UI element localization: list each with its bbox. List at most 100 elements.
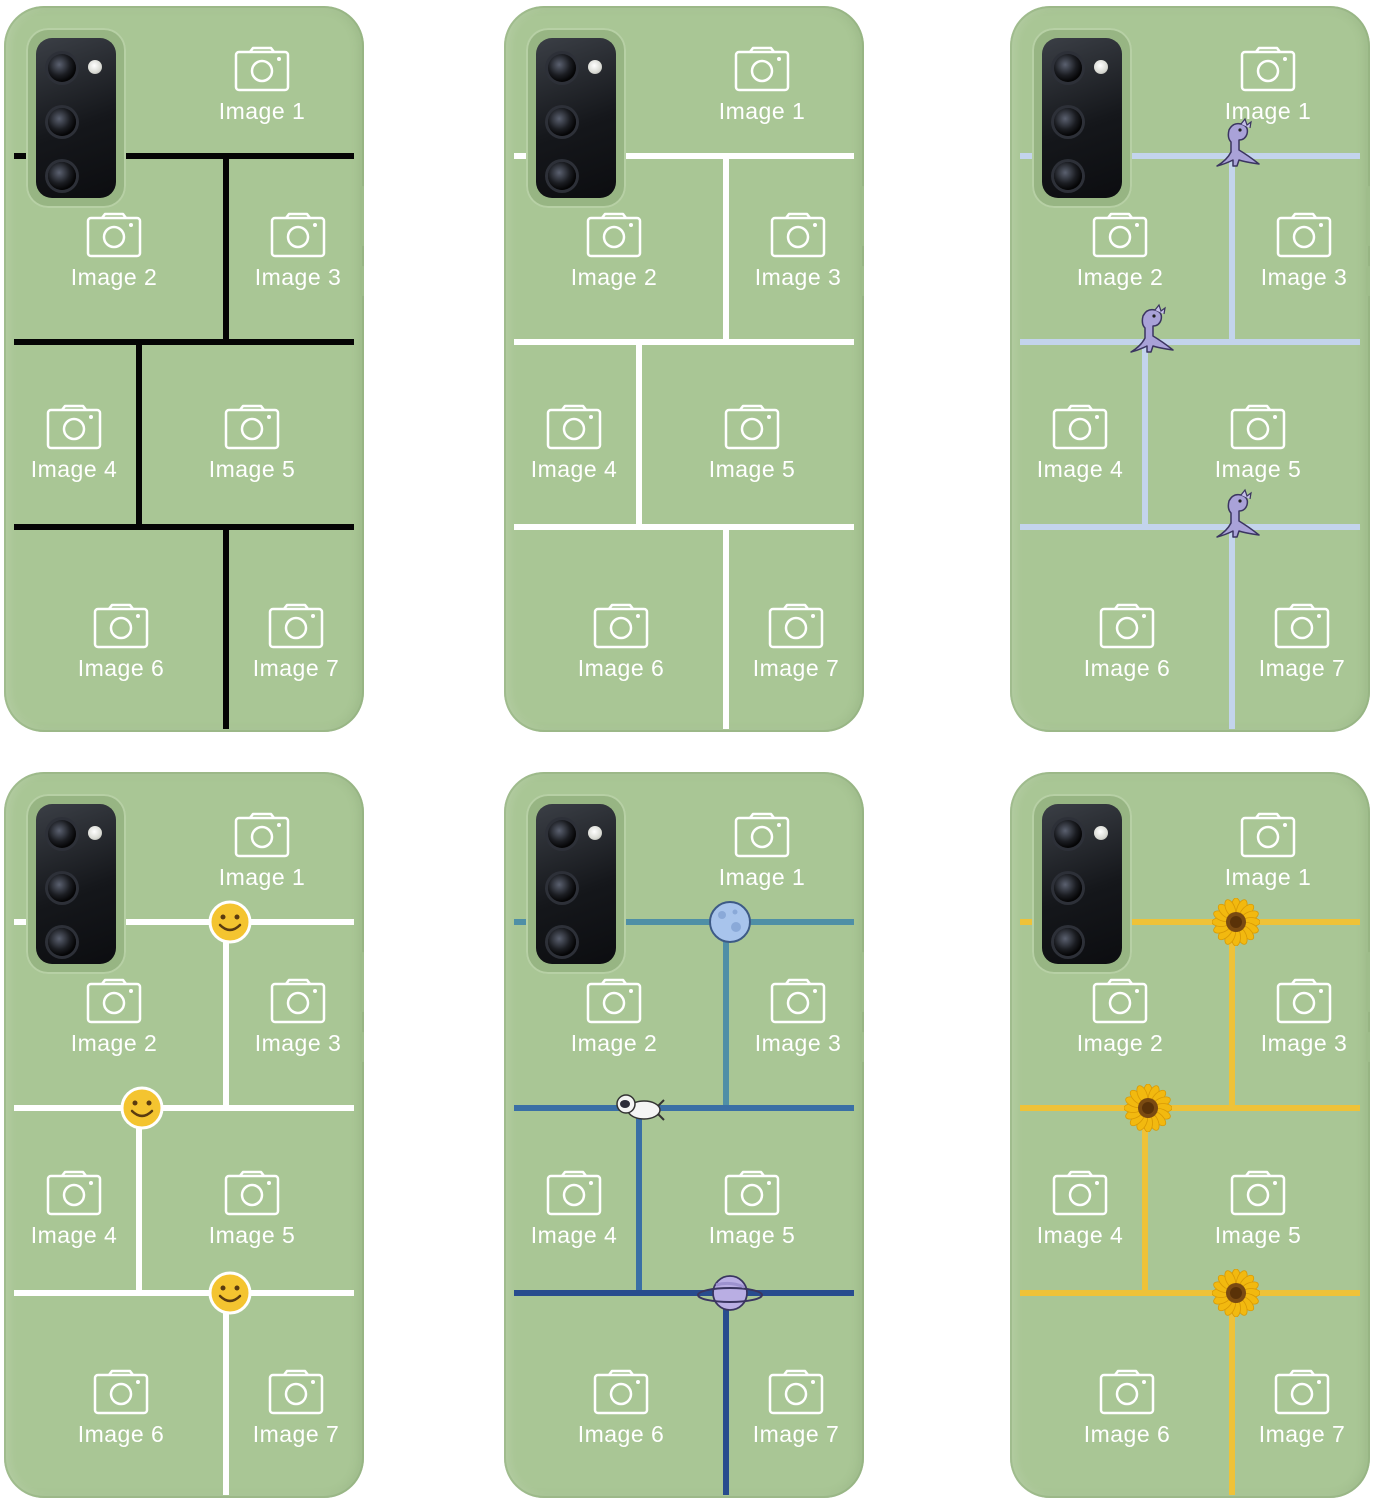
divider-line-horizontal [514, 1290, 854, 1296]
camera-icon [1240, 812, 1296, 858]
image-slot-1[interactable]: Image 1 [202, 812, 322, 891]
image-slot-3[interactable]: Image 3 [1244, 978, 1364, 1057]
image-slot-label: Image 6 [77, 1421, 165, 1447]
flash-icon [88, 60, 102, 74]
image-slot-7[interactable]: Image 7 [236, 1369, 356, 1448]
image-slot-5[interactable]: Image 5 [192, 404, 312, 483]
image-slot-7[interactable]: Image 7 [236, 603, 356, 682]
camera-glass [536, 38, 616, 198]
camera-module [1032, 28, 1132, 208]
dinosaur-icon [1209, 487, 1263, 546]
image-slot-7[interactable]: Image 7 [1242, 1369, 1362, 1448]
image-slot-7[interactable]: Image 7 [736, 1369, 856, 1448]
image-slot-label: Image 4 [530, 1222, 618, 1248]
image-slot-label: Image 2 [1076, 1030, 1164, 1056]
image-slot-label: Image 2 [570, 1030, 658, 1056]
image-slot-6[interactable]: Image 6 [1067, 603, 1187, 682]
divider-line-horizontal [514, 153, 854, 159]
camera-lens-icon [48, 54, 76, 82]
image-slot-5[interactable]: Image 5 [1198, 1170, 1318, 1249]
image-slot-label: Image 7 [752, 1421, 840, 1447]
camera-icon [270, 978, 326, 1024]
camera-lens-icon [1054, 928, 1082, 956]
image-slot-label: Image 7 [1258, 655, 1346, 681]
image-slot-6[interactable]: Image 6 [561, 1369, 681, 1448]
divider-line-vertical [223, 153, 229, 339]
image-slot-label: Image 4 [1036, 1222, 1124, 1248]
camera-icon [586, 212, 642, 258]
image-slot-1[interactable]: Image 1 [702, 812, 822, 891]
image-slot-3[interactable]: Image 3 [238, 212, 358, 291]
sunflower-icon [1211, 1268, 1261, 1322]
sunflower-icon [1211, 897, 1261, 951]
image-slot-label: Image 1 [718, 98, 806, 124]
camera-icon [770, 978, 826, 1024]
image-slot-2[interactable]: Image 2 [54, 212, 174, 291]
camera-lens-icon [48, 928, 76, 956]
divider-line-horizontal [514, 919, 854, 925]
phone-case-blue-lines-space: Image 1 Image 2 Image 3 Image 4 Image 5 … [504, 772, 864, 1498]
image-slot-6[interactable]: Image 6 [61, 603, 181, 682]
divider-line-horizontal [514, 524, 854, 530]
divider-line-vertical [636, 1105, 642, 1290]
image-slot-2[interactable]: Image 2 [554, 978, 674, 1057]
image-slot-6[interactable]: Image 6 [61, 1369, 181, 1448]
phone-case-white-lines: Image 1 Image 2 Image 3 Image 4 Image 5 … [504, 6, 864, 732]
image-slot-3[interactable]: Image 3 [738, 212, 858, 291]
image-slot-label: Image 7 [252, 655, 340, 681]
smiley-icon [208, 1271, 252, 1320]
camera-lens-icon [1054, 54, 1082, 82]
side-button [360, 186, 364, 246]
image-slot-1[interactable]: Image 1 [702, 46, 822, 125]
image-slot-1[interactable]: Image 1 [1208, 812, 1328, 891]
divider-line-vertical [723, 1290, 729, 1495]
camera-module [26, 28, 126, 208]
image-slot-5[interactable]: Image 5 [1198, 404, 1318, 483]
camera-icon [1052, 1170, 1108, 1216]
image-slot-5[interactable]: Image 5 [192, 1170, 312, 1249]
image-slot-label: Image 2 [1076, 264, 1164, 290]
image-slot-label: Image 1 [218, 864, 306, 890]
image-slot-label: Image 6 [577, 655, 665, 681]
image-slot-4[interactable]: Image 4 [14, 404, 134, 483]
image-slot-4[interactable]: Image 4 [514, 404, 634, 483]
divider-line-horizontal [14, 919, 354, 925]
image-slot-3[interactable]: Image 3 [1244, 212, 1364, 291]
camera-icon [1092, 212, 1148, 258]
camera-icon [234, 812, 290, 858]
image-slot-label: Image 4 [530, 456, 618, 482]
image-slot-label: Image 2 [70, 264, 158, 290]
camera-icon [1276, 978, 1332, 1024]
image-slot-4[interactable]: Image 4 [1020, 404, 1140, 483]
dinosaur-icon [1123, 302, 1177, 361]
side-button [360, 266, 364, 296]
image-slot-2[interactable]: Image 2 [554, 212, 674, 291]
image-slot-3[interactable]: Image 3 [738, 978, 858, 1057]
image-slot-2[interactable]: Image 2 [1060, 978, 1180, 1057]
image-slot-6[interactable]: Image 6 [561, 603, 681, 682]
image-slot-7[interactable]: Image 7 [1242, 603, 1362, 682]
image-slot-5[interactable]: Image 5 [692, 1170, 812, 1249]
camera-icon [224, 404, 280, 450]
camera-icon [724, 404, 780, 450]
side-button [860, 186, 864, 246]
image-slot-2[interactable]: Image 2 [1060, 212, 1180, 291]
camera-lens-icon [48, 820, 76, 848]
image-slot-1[interactable]: Image 1 [202, 46, 322, 125]
image-slot-6[interactable]: Image 6 [1067, 1369, 1187, 1448]
camera-glass [36, 38, 116, 198]
image-slot-label: Image 1 [1224, 864, 1312, 890]
image-slot-7[interactable]: Image 7 [736, 603, 856, 682]
image-slot-4[interactable]: Image 4 [514, 1170, 634, 1249]
image-slot-2[interactable]: Image 2 [54, 978, 174, 1057]
image-slot-5[interactable]: Image 5 [692, 404, 812, 483]
image-slot-label: Image 3 [1260, 264, 1348, 290]
camera-glass [536, 804, 616, 964]
image-slot-4[interactable]: Image 4 [1020, 1170, 1140, 1249]
image-slot-4[interactable]: Image 4 [14, 1170, 134, 1249]
image-slot-label: Image 7 [252, 1421, 340, 1447]
camera-icon [1052, 404, 1108, 450]
divider-line-vertical [723, 524, 729, 729]
image-slot-3[interactable]: Image 3 [238, 978, 358, 1057]
image-slot-1[interactable]: Image 1 [1208, 46, 1328, 125]
